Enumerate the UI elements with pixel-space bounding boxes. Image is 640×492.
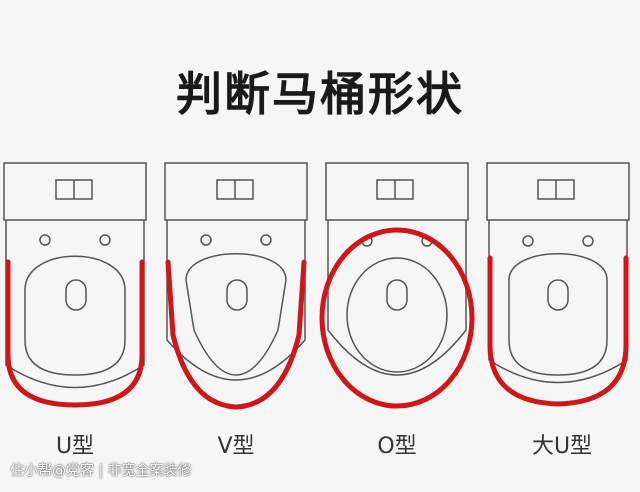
hinge-left-big-u	[522, 235, 534, 247]
toilet-u-shape	[3, 162, 147, 408]
tank-v	[164, 162, 308, 221]
bowl-u	[24, 255, 126, 376]
seat-outline-o	[327, 220, 467, 376]
hinge-left-v	[200, 234, 212, 246]
hinge-right-v	[260, 234, 272, 246]
highlight-u	[5, 259, 145, 408]
seat-outline-big-u	[488, 220, 628, 384]
hinge-left-u	[39, 234, 51, 246]
label-u-shape: U型	[55, 434, 95, 459]
tank-big-u	[486, 162, 630, 221]
drain-big-u	[547, 279, 569, 311]
hinge-right-big-u	[582, 235, 594, 247]
highlight-o	[319, 227, 475, 409]
hinge-right-u	[99, 234, 111, 246]
seat-outline-v	[166, 220, 306, 381]
tank-o	[325, 162, 469, 221]
label-v-shape: V型	[217, 434, 255, 459]
tank-u	[3, 162, 147, 221]
toilet-big-u-shape	[486, 162, 630, 407]
label-o-shape: O型	[377, 434, 417, 459]
watermark: 住小帮@党客 | 非宽全案装修	[10, 463, 192, 479]
drain-u	[65, 279, 87, 311]
toilet-o-shape	[319, 162, 475, 409]
highlight-big-u	[487, 255, 629, 407]
toilet-v-shape	[164, 162, 308, 410]
bowl-big-u	[508, 253, 608, 376]
label-big-u-shape: 大U型	[531, 434, 593, 459]
bowl-o	[346, 257, 448, 373]
drain-v	[226, 279, 248, 311]
bowl-v	[185, 253, 287, 376]
page-title: 判断马桶形状	[176, 67, 464, 121]
highlight-v	[165, 259, 307, 410]
drain-o	[386, 279, 408, 311]
seat-outline-u	[5, 220, 145, 389]
